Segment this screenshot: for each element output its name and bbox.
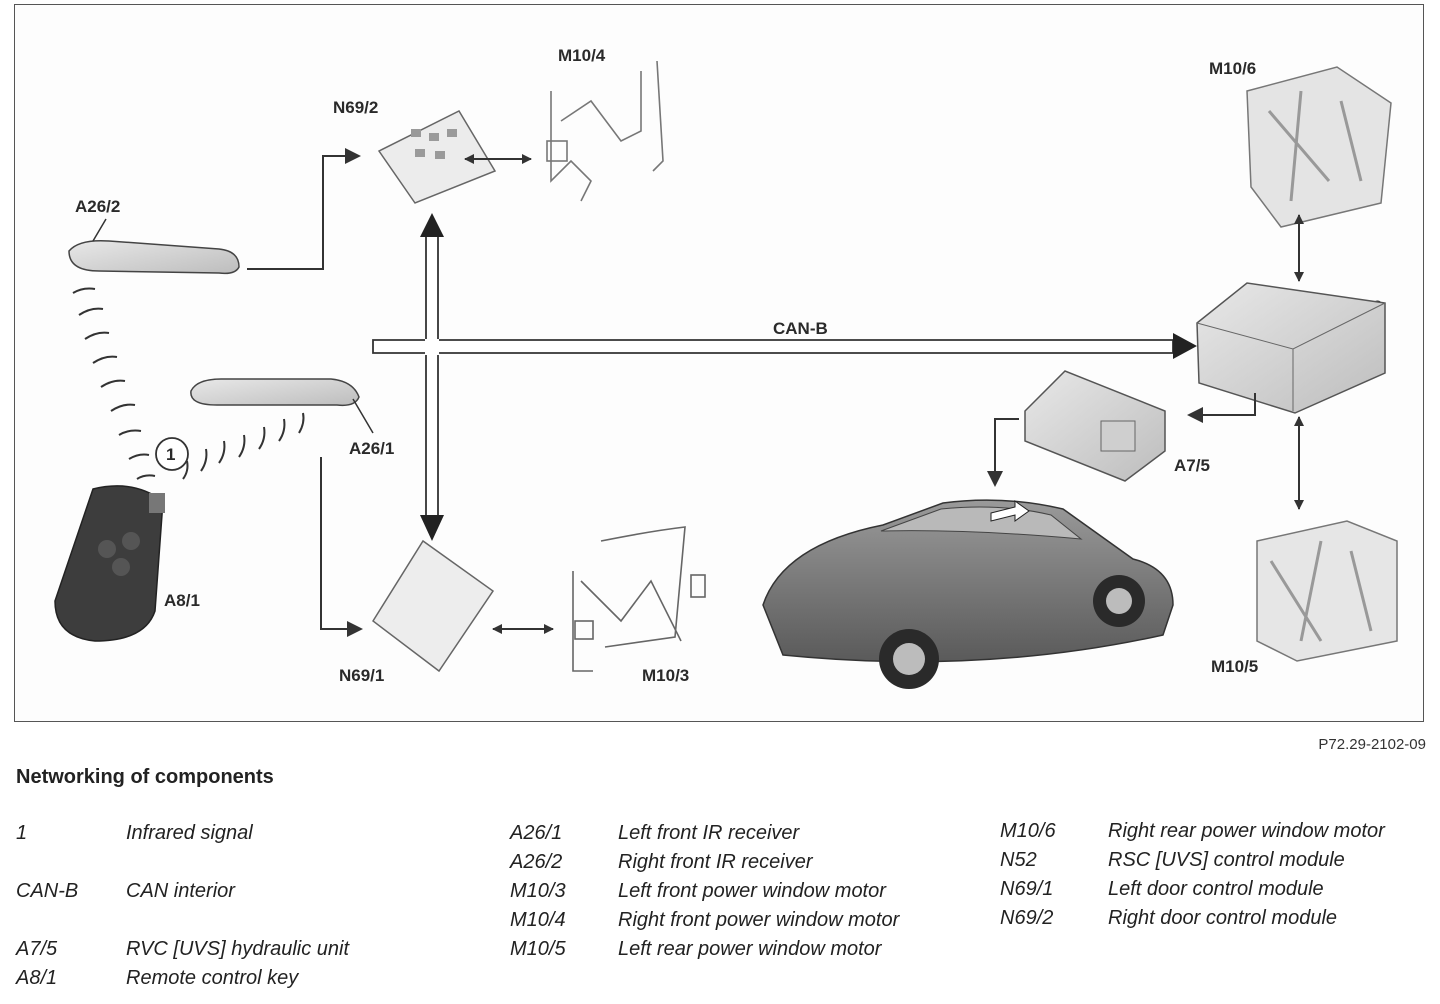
- legend-desc: Left door control module: [1108, 878, 1324, 900]
- label-a26-2: A26/2: [75, 197, 120, 216]
- legend-row: M10/4 Right front power window motor: [510, 909, 960, 938]
- legend-code: CAN-B: [16, 880, 79, 902]
- legend-code: N52: [1000, 849, 1037, 871]
- infrared-signal-marker: 1: [155, 437, 189, 471]
- legend-desc: Right door control module: [1108, 907, 1338, 929]
- legend-code: N69/1: [1000, 878, 1054, 900]
- legend-desc: Left rear power window motor: [618, 938, 882, 960]
- window-motor-m10-5: [1256, 520, 1398, 662]
- label-m10-3: M10/3: [642, 666, 689, 685]
- legend-row: N52 RSC [UVS] control module: [1000, 849, 1430, 878]
- label-a7-5: A7/5: [1174, 456, 1210, 475]
- label-m10-5: M10/5: [1211, 657, 1258, 676]
- window-motor-m10-3: [572, 526, 706, 672]
- label-m10-6: M10/6: [1209, 59, 1256, 78]
- infrared-waves-left: [72, 287, 156, 480]
- legend-code: N69/2: [1000, 907, 1054, 929]
- legend-row: N69/1 Left door control module: [1000, 878, 1430, 907]
- legend-row: M10/3 Left front power window motor: [510, 880, 960, 909]
- window-motor-m10-4: [546, 60, 664, 202]
- arrow-a26-1-to-n69-1: [320, 457, 363, 637]
- legend-column-3: M10/6 Right rear power window motor N52 …: [1000, 820, 1430, 936]
- label-a26-1: A26/1: [349, 439, 394, 458]
- label-1: 1: [166, 445, 175, 464]
- car-illustration: [762, 499, 1174, 689]
- label-n69-2: N69/2: [333, 98, 378, 117]
- legend-desc: RSC [UVS] control module: [1108, 849, 1345, 871]
- legend-desc: CAN interior: [126, 880, 235, 902]
- legend-desc: Infrared signal: [126, 822, 253, 844]
- legend-code: A26/1: [510, 822, 563, 844]
- door-module-n69-2: [377, 110, 497, 204]
- legend-row: 1 Infrared signal: [16, 822, 476, 851]
- network-diagram: M10/4 N69/2 A26/2 M10/6 N52 CAN-B A26/1 …: [54, 46, 1398, 689]
- label-a8-1: A8/1: [164, 591, 200, 610]
- diagram-frame: M10/4 N69/2 A26/2 M10/6 N52 CAN-B A26/1 …: [14, 4, 1424, 722]
- legend-desc: Right front IR receiver: [618, 851, 813, 873]
- legend-column-2: A26/1 Left front IR receiver A26/2 Right…: [510, 822, 960, 967]
- legend-code: 1: [16, 822, 28, 844]
- legend-code: M10/6: [1000, 820, 1056, 842]
- legend-row: A26/1 Left front IR receiver: [510, 822, 960, 851]
- remote-key-a8-1: [54, 485, 165, 642]
- legend-code: A26/2: [510, 851, 563, 873]
- legend-code: A8/1: [16, 967, 58, 989]
- legend-code: A7/5: [16, 938, 58, 960]
- window-motor-m10-6: [1246, 66, 1392, 228]
- label-can-b: CAN-B: [773, 319, 828, 338]
- arrow-a26-2-to-n69-2: [247, 148, 361, 270]
- legend-column-1: 1 Infrared signal CAN-B CAN interior A7/…: [16, 822, 476, 996]
- legend-row: M10/5 Left rear power window motor: [510, 938, 960, 967]
- legend-desc: Left front power window motor: [618, 880, 886, 902]
- legend-desc: Left front IR receiver: [618, 822, 800, 844]
- legend-row: M10/6 Right rear power window motor: [1000, 820, 1430, 849]
- can-b-bus: [372, 333, 1197, 359]
- legend-code: M10/5: [510, 938, 566, 960]
- arrow-n69-1-n69-2: [420, 213, 444, 541]
- legend-row: A26/2 Right front IR receiver: [510, 851, 960, 880]
- legend-row: CAN-B CAN interior: [16, 880, 476, 909]
- infrared-waves-right: [182, 412, 305, 480]
- door-handle-a26-2: [68, 218, 240, 275]
- door-module-n69-1: [372, 539, 495, 673]
- legend-code: M10/3: [510, 880, 566, 902]
- legend-title: Networking of components: [16, 766, 274, 788]
- figure-code: P72.29-2102-09: [1318, 736, 1426, 753]
- arrow-a7-5-to-car: [987, 418, 1019, 487]
- legend-row: A8/1 Remote control key: [16, 967, 476, 996]
- control-module-n52: [1196, 282, 1386, 414]
- door-handle-a26-1: [190, 378, 374, 434]
- legend-desc: Right rear power window motor: [1108, 820, 1385, 842]
- legend-desc: Right front power window motor: [618, 909, 900, 931]
- hydraulic-unit-a7-5: [1024, 370, 1166, 482]
- legend-desc: RVC [UVS] hydraulic unit: [126, 938, 350, 960]
- legend-code: M10/4: [510, 909, 566, 931]
- label-m10-4: M10/4: [558, 46, 606, 65]
- legend-row: A7/5 RVC [UVS] hydraulic unit: [16, 938, 476, 967]
- label-n69-1: N69/1: [339, 666, 384, 685]
- legend-row: N69/2 Right door control module: [1000, 907, 1430, 936]
- legend-desc: Remote control key: [126, 967, 299, 989]
- arrow-n52-to-a7-5: [1187, 393, 1256, 423]
